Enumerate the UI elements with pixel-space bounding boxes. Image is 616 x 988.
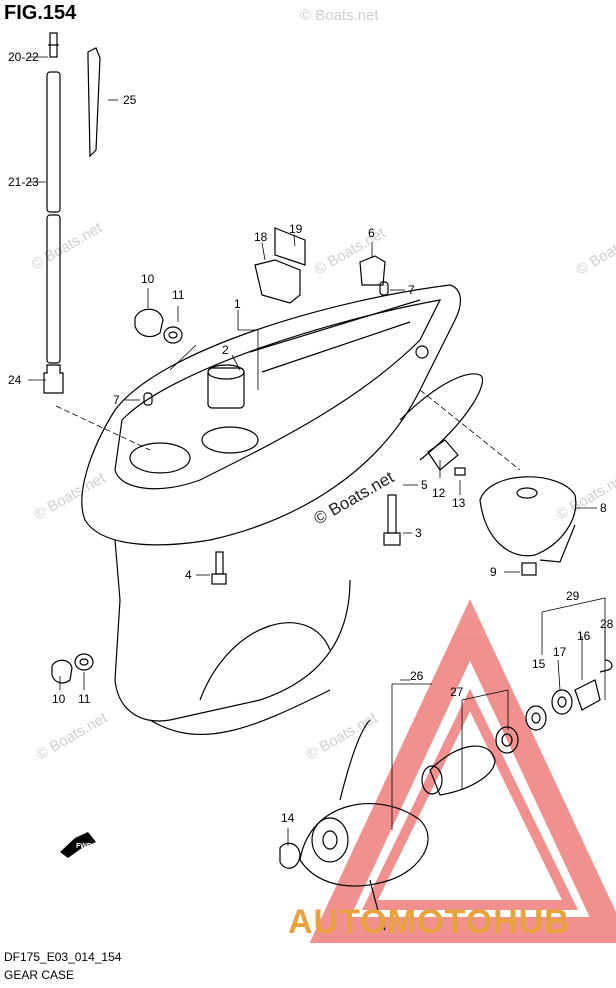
callout-13: 13 [452,496,466,510]
callout-27: 17 [553,645,567,659]
callout-9: 9 [490,565,497,579]
parts-10-11-bottom [51,653,94,684]
parts-drawing [28,32,613,931]
watermark-text: © Boats.net [300,7,379,24]
shift-rod [43,32,64,394]
watermark-text: © Boats.net [29,219,106,273]
leader-lines [28,56,606,846]
callout-26: 16 [577,629,591,643]
callout-3: 3 [415,526,422,540]
watermark-center: © Boats.net [311,467,398,528]
callout-14: 18 [254,230,268,244]
watermark-text: © Boats.net [34,709,111,763]
figure-code: DF175_E03_014_154 [4,950,122,964]
callout-6: 6 [368,226,375,240]
watermark-text: © Boats.net [574,224,616,278]
bolt-9 [521,562,537,576]
callout-15: 19 [289,222,303,236]
callout-4: 4 [185,568,192,582]
parts-14-15 [254,227,306,304]
callout-24: 14 [281,811,295,825]
figure-name: GEAR CASE [4,968,75,982]
callout-19: 25 [123,93,137,107]
clip-19 [87,47,101,158]
callout-5: 5 [421,478,428,492]
fwd-arrow: FWD [60,832,96,858]
parts-10-11-top [134,308,183,344]
callout-2: 2 [222,343,229,357]
watermark-text: © Boats.net [312,224,389,278]
callout-29: 29 [566,589,580,603]
parts-6-7 [143,255,389,406]
callouts: 20-22 25 21-23 24 1 2 18 19 6 7 7 10 11 … [8,50,614,825]
callout-10-bottom: 10 [52,692,66,706]
callout-1: 1 [234,297,241,311]
callout-10-top: 10 [141,272,155,286]
prop-hardware [495,659,613,754]
part-12-13 [427,439,466,476]
callout-7-left: 7 [113,393,120,407]
watermark-text: © Boats.net [32,469,109,523]
brand-logo [309,599,616,943]
gear-case-housing [81,284,484,736]
bolt-4 [211,551,227,585]
figure-title: FIG.154 [4,2,77,24]
callout-8: 8 [600,501,607,515]
callout-17: 21-23 [8,175,39,189]
callout-21-23: 27 [450,685,464,699]
callout-16: 20-22 [8,50,39,64]
watermark-text: © Boats.net [304,709,381,763]
watermark-text: © Boats.net [554,469,616,523]
propeller [279,719,496,931]
fwd-label: FWD [76,843,92,850]
bolt-3 [383,494,401,546]
brand-wordmark: AUTOMOTOHUB [288,903,570,941]
callout-28: 28 [600,617,614,631]
callout-20-22: 26 [410,669,424,683]
callout-11-top: 11 [172,288,185,302]
callout-11-bottom: 11 [78,692,91,706]
anode-8 [479,476,577,563]
callout-18: 24 [8,373,22,387]
callout-25: 15 [532,657,546,671]
callout-7-top: 7 [408,283,415,297]
callout-12: 12 [432,486,446,500]
